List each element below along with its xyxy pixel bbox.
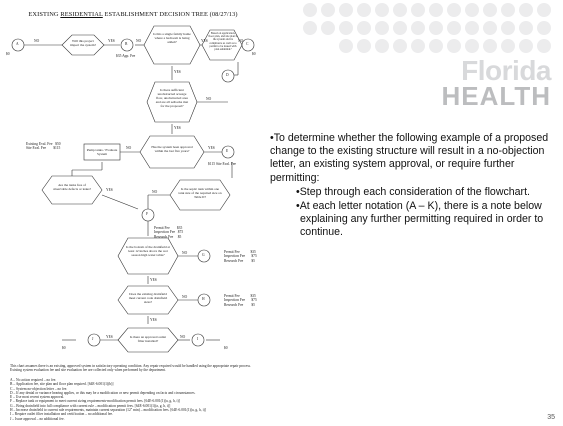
node-e: E [226,149,229,153]
label-yes: YES [174,126,181,130]
footer-note: H – Increase drainfield to current rule … [10,408,206,413]
decision-single-family: Is this a single family home where a bed… [153,32,191,44]
fee-app: $35 App. Fee [116,54,136,58]
node-i: I [197,337,199,341]
label-yes: YES [108,39,115,43]
bullet-sub-2: •At each letter notation (A – K), there … [296,200,544,239]
label-yes: YES [106,335,113,339]
label-no: NO [182,251,188,255]
flowchart-diagram [11,25,255,353]
bullet-list: •To determine whether the following exam… [270,132,553,240]
decision-approved: Has the system been approved within the … [151,145,193,153]
bullet-main: •To determine whether the following exam… [270,132,549,184]
label-yes: YES [150,278,157,282]
decision-tanks-free: Are the tanks free of observable defects… [52,183,92,191]
footer-note: B – Application fee, site plan and floor… [10,382,114,387]
fee-site-eval: $115 Site Eval. Fee [208,162,237,166]
node-j: J [92,337,94,341]
footer-note: G – Bring drainfield into full complianc… [10,403,171,408]
fee-existing-eval: Existing Eval. Fee $50 Site Eval. Fee $1… [26,142,61,151]
label-no: NO [126,146,132,150]
title-suffix: ESTABLISHMENT DECISION TREE (08/27/13) [104,11,238,18]
decision-drainfield: Is the bottom of the drainfield at least… [126,245,170,257]
label-no: NO [182,295,188,299]
page-number: 35 [547,414,555,421]
title-underlined: RESIDENTIAL [60,11,103,18]
node-g: G [202,253,205,257]
node-a: A [16,42,19,46]
label-yes: YES [106,188,113,192]
decision-project: Will this project impact the system? [70,39,96,47]
decision-tree-flowchart: EXISTING RESIDENTIAL ESTABLISHMENT DECIS… [2,2,264,422]
fee-c: $0 [252,52,256,56]
logo-florida-text: Florida [461,55,551,86]
node-b: B [125,42,128,46]
decision-based-on-application: Based on application, floor plan, and si… [208,32,238,52]
label-no: NO [180,335,186,339]
fee-permit-g: Permit Fee $35 Inspection Fee $75 Resear… [224,250,257,263]
logo-health-text: HEALTH [441,81,551,111]
label-yes: YES [201,39,208,43]
footer-note: F – Replace tank or equipment to meet cu… [10,399,180,404]
flowchart-footer-intro: This chart assumes there is an existing,… [10,364,251,373]
decision-existing-drainfield: Does the existing drainfield meet curren… [128,292,168,304]
label-yes: YES [150,318,157,322]
decision-sufficient: Is there sufficient unobstructed acreage… [155,88,189,108]
node-h: H [202,297,205,301]
decision-septic-tank: Is the septic tank within one tank size … [178,187,222,199]
florida-health-logo: Florida HEALTH [441,55,551,111]
label-no: NO [136,39,142,43]
title-prefix: EXISTING [28,11,59,18]
label-no: NO [206,97,212,101]
footer-note: A – No action required – no fee. [10,378,57,382]
footer-note: J – Issue approval – no additional fee. [10,416,65,421]
fee-j: $0 [62,346,66,350]
pump-tanks-box: Pump tanks / Evaluate System [86,148,118,156]
node-d: D [226,73,229,77]
fee-permit-h: Permit Fee $35 Inspection Fee $75 Resear… [224,294,257,307]
node-f: F [146,212,148,216]
fee-permit-f: Permit Fee $35 Inspection Fee $75 Resear… [154,226,184,239]
fee-a: $0 [6,52,10,56]
footer-note: I – Require outlet filter installation a… [10,412,113,417]
footer-note: E – Use most recent system approval. [10,395,65,400]
bullet-sub-1: •Step through each consideration of the … [296,185,530,198]
footer-note: C – System no-objection letter – no fee. [10,386,68,391]
label-yes: YES [174,70,181,74]
fee-i: $0 [224,346,228,350]
label-no: NO [34,39,40,43]
flowchart-title: EXISTING RESIDENTIAL ESTABLISHMENT DECIS… [2,11,264,18]
label-no: NO [152,190,158,194]
label-no: NO [238,39,244,43]
label-yes: YES [208,146,215,150]
footer-note: D – If any denial or variance hearing ap… [10,390,196,395]
decorative-dot-pattern [303,3,551,53]
node-c: C [246,42,249,46]
decision-outlet-filter: Is there an approved outlet filter insta… [129,335,167,343]
flowchart-footer-notes: A – No action required – no fee. B – App… [10,378,260,421]
